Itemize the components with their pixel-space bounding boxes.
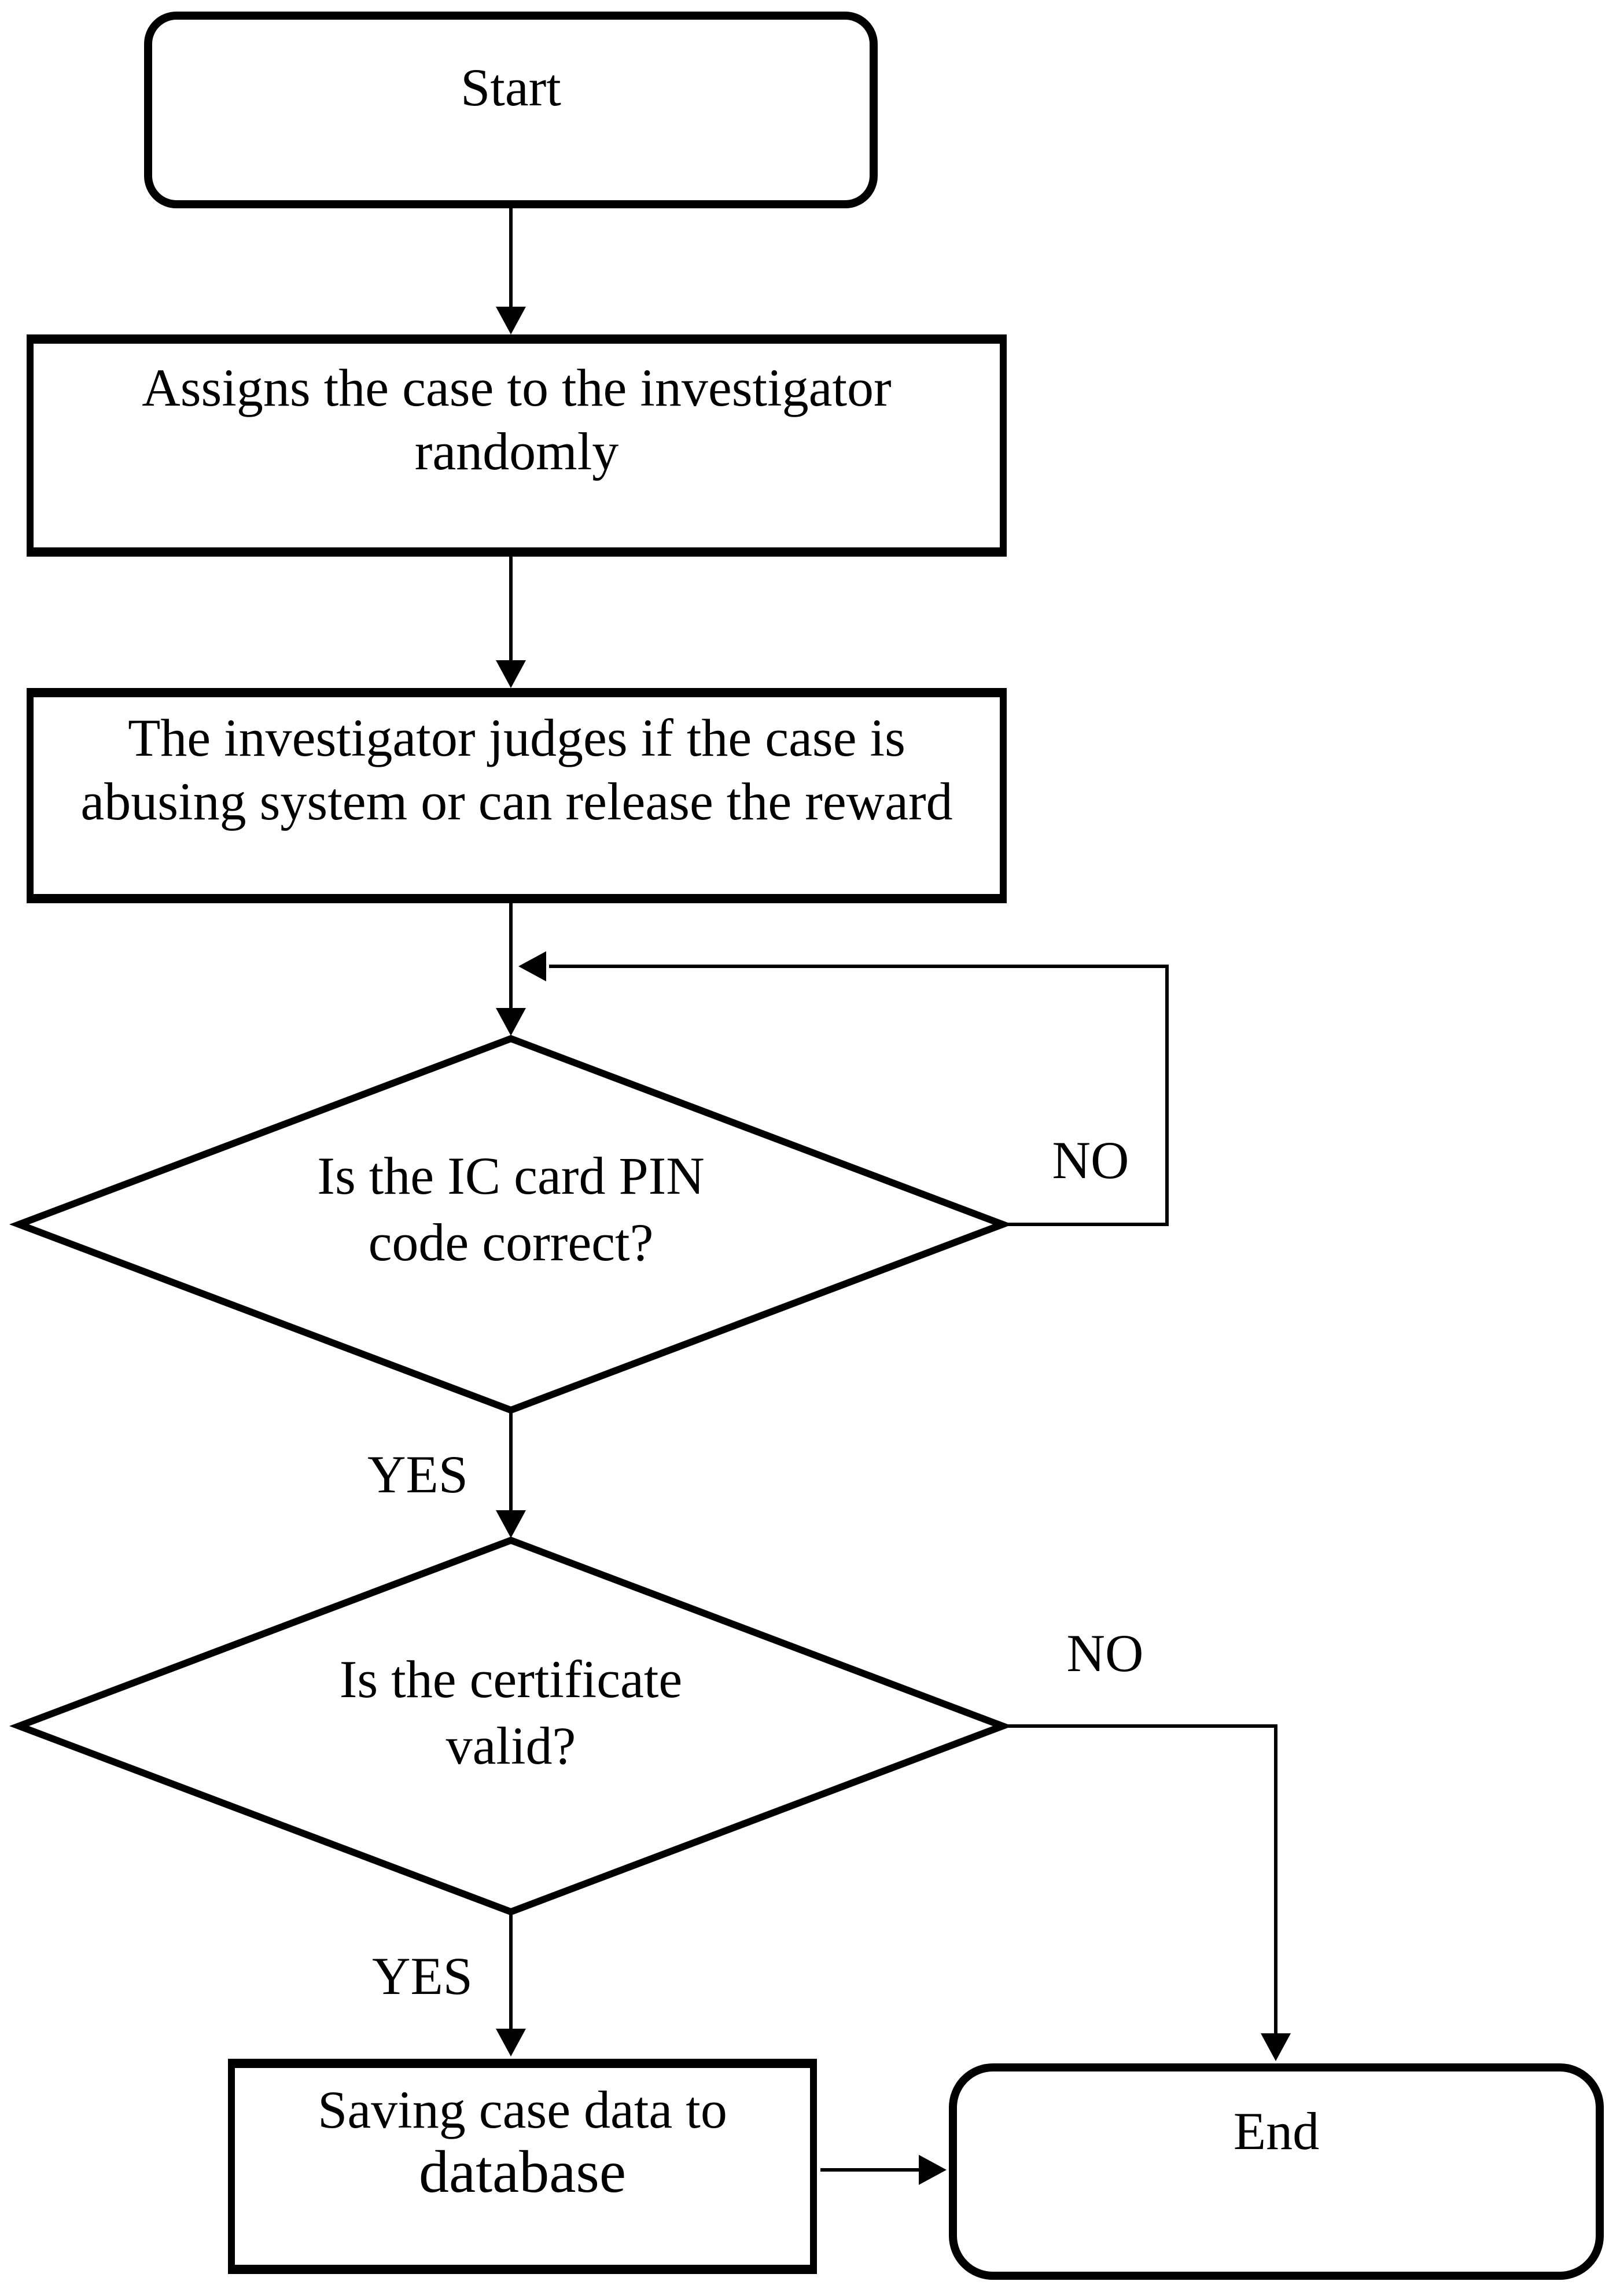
label-cert-no: NO xyxy=(1066,1624,1144,1683)
arrowhead-down-icon xyxy=(496,1510,526,1538)
process-assign-investigator: Assigns the case to the investigator ran… xyxy=(27,334,1007,557)
arrow-judge-to-pin-decision xyxy=(496,903,526,1036)
label-pin-no: NO xyxy=(1052,1131,1129,1190)
end-node-label: End xyxy=(1233,2102,1320,2161)
arrowhead-down-icon xyxy=(496,660,526,688)
label-cert-yes: YES xyxy=(372,1947,473,2006)
label-pin-yes: YES xyxy=(367,1445,468,1504)
start-node: Start xyxy=(144,12,878,208)
arrow-start-to-assign xyxy=(496,208,526,334)
process-save-label: Saving case data to database xyxy=(318,2081,727,2252)
end-node: End xyxy=(949,2063,1604,2280)
loop-pin-no xyxy=(518,951,1169,1226)
arrow-save-to-end xyxy=(820,2155,947,2185)
process-save-label-line1: Saving case data to xyxy=(318,2080,727,2140)
process-judge-label: The investigator judges if the case is a… xyxy=(80,708,953,831)
arrowhead-down-icon xyxy=(496,2029,526,2056)
process-judge-case: The investigator judges if the case is a… xyxy=(27,688,1007,903)
arrow-cert-no-to-end xyxy=(1003,1724,1291,2061)
decision-pin-label: Is the IC card PIN code correct? xyxy=(317,1146,705,1272)
arrow-cert-yes-to-save xyxy=(496,1912,526,2056)
decision-cert-label: Is the certificate valid? xyxy=(339,1650,683,1775)
arrowhead-down-icon xyxy=(496,307,526,334)
process-save-database: Saving case data to database xyxy=(228,2059,817,2274)
arrow-pin-yes-to-cert-decision xyxy=(496,1410,526,1538)
arrowhead-down-icon xyxy=(1261,2033,1291,2061)
arrow-assign-to-judge xyxy=(496,557,526,688)
arrowhead-right-icon xyxy=(919,2155,947,2185)
arrowhead-left-icon xyxy=(518,951,546,981)
process-save-label-line2: database xyxy=(418,2139,626,2206)
start-node-label: Start xyxy=(461,58,561,117)
arrowhead-down-icon xyxy=(496,1008,526,1036)
process-assign-label: Assigns the case to the investigator ran… xyxy=(142,358,892,481)
